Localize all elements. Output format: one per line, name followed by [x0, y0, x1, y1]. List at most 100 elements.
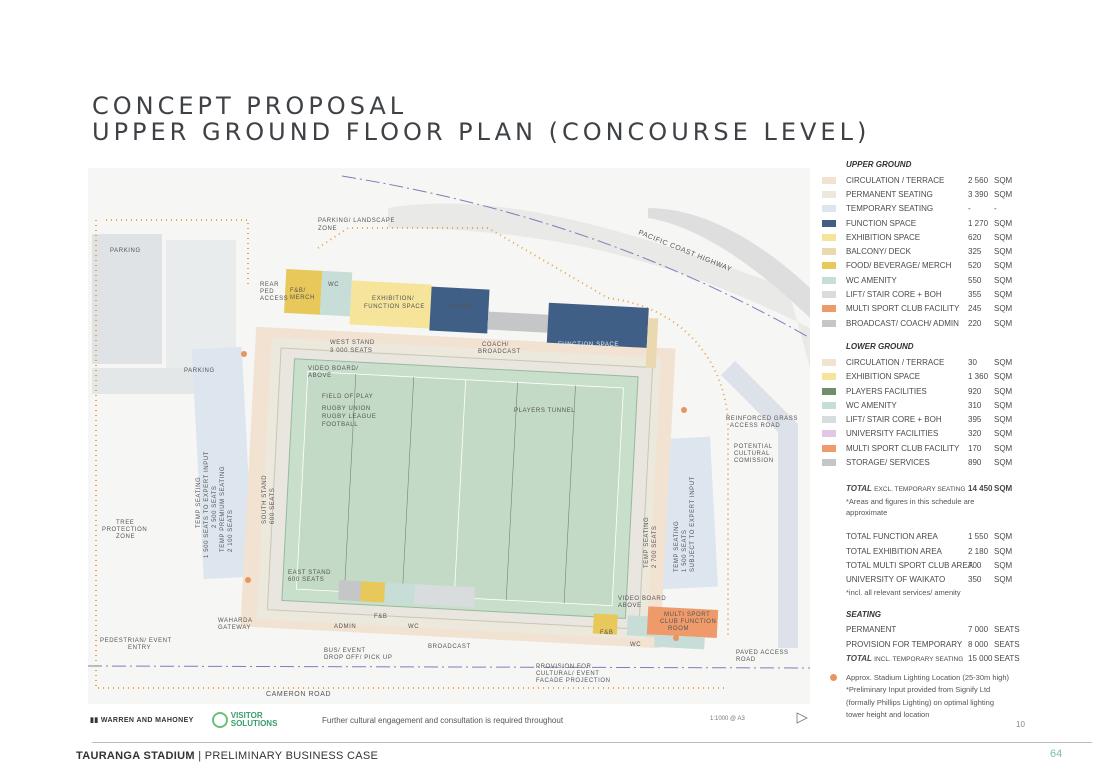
- further-note: Further cultural engagement and consulta…: [322, 716, 564, 725]
- label-wc-top: WC: [328, 282, 339, 288]
- footer-title-bold: TAURANGA STADIUM: [76, 750, 195, 762]
- label-fb-bottom: F&B: [374, 614, 387, 620]
- label-tree-zone-2: PROTECTION: [102, 527, 147, 533]
- legend-unit: SQM: [994, 189, 1013, 199]
- seating-value: 7 000: [968, 625, 989, 635]
- label-multi-sport: MULTI SPORT: [664, 612, 710, 618]
- total-area-row: TOTAL EXCL. TEMPORARY SEATING 14 450 SQM: [846, 482, 1042, 496]
- legend-swatch: [822, 248, 836, 256]
- legend-unit: -: [994, 204, 997, 214]
- legend-unit: SQM: [994, 218, 1013, 228]
- label-temp-seating-right-4: 1 500 SEATS: [682, 529, 688, 572]
- lighting-note: Approx. Stadium Lighting Location (25-30…: [830, 672, 1042, 722]
- legend-swatch: [822, 190, 836, 198]
- totals-value: 1 550: [968, 532, 989, 542]
- label-potential-3: COMISSION: [734, 458, 774, 464]
- legend-value: 1 360: [968, 372, 989, 382]
- parking-left-zone: [92, 234, 162, 364]
- legend-unit: SQM: [994, 275, 1013, 285]
- legend-unit: SQM: [994, 429, 1013, 439]
- label-video-board: VIDEO BOARD/: [308, 366, 359, 372]
- label-provision-cultural-3: FACADE PROJECTION: [536, 678, 611, 684]
- legend-label: FUNCTION SPACE: [846, 218, 917, 228]
- label-ped-entry: PEDESTRIAN/ EVENT: [100, 638, 172, 644]
- title-line-1: CONCEPT PROPOSAL: [92, 92, 408, 120]
- label-tree-zone: TREE: [116, 520, 134, 526]
- label-south-stand: SOUTH STAND: [262, 475, 268, 524]
- label-potential-2: CULTURAL: [734, 451, 770, 457]
- legend-label: BROADCAST/ COACH/ ADMIN: [846, 318, 959, 328]
- label-video-board-2: ABOVE: [308, 373, 332, 379]
- legend-label: EXHIBITION SPACE: [846, 372, 921, 382]
- legend-swatch: [822, 291, 836, 299]
- legend-label: UNIVERSITY FACILITIES: [846, 429, 939, 439]
- totals-label: TOTAL FUNCTION AREA: [846, 532, 938, 542]
- legend-swatch: [822, 233, 836, 241]
- totals-label: TOTAL EXHIBITION AREA: [846, 546, 942, 556]
- label-paved-access-2: ROAD: [736, 657, 756, 663]
- seating-total-suffix: INCL. TEMPORARY SEATING: [874, 656, 964, 664]
- legend-label: STORAGE/ SERVICES: [846, 457, 930, 467]
- legend-unit: SQM: [994, 232, 1013, 242]
- label-multi-sport-2: CLUB FUNCTION: [660, 619, 716, 625]
- legend-value: 220: [968, 318, 982, 328]
- label-temp-seating-left-5: 2 100 SEATS: [228, 509, 234, 552]
- legend-label: CIRCULATION / TERRACE: [846, 357, 945, 367]
- legend-unit: SQM: [994, 175, 1013, 185]
- legend-unit: SQM: [994, 304, 1013, 314]
- label-rear-ped-3: ACCESS: [260, 296, 288, 302]
- label-players-tunnel: PLAYERS TUNNEL: [514, 408, 575, 414]
- total-note: *Areas and figures in this schedule are …: [846, 496, 975, 517]
- legend-value: 320: [968, 429, 982, 439]
- legend-label: LIFT/ STAIR CORE + BOH: [846, 415, 942, 425]
- total-unit: SQM: [994, 484, 1013, 494]
- legend-swatch: [822, 401, 836, 409]
- legend-value: -: [968, 204, 971, 214]
- legend-swatch: [822, 276, 836, 284]
- label-rear-ped-2: PED: [260, 289, 274, 295]
- label-reinforced: REINFORCED GRASS: [726, 416, 798, 422]
- legend-unit: SQM: [994, 372, 1013, 382]
- legend-swatch: [822, 262, 836, 270]
- legend-value: 2 560: [968, 175, 989, 185]
- label-wc-bottom: WC: [408, 624, 419, 630]
- label-south-stand-2: 600 SEATS: [270, 488, 276, 524]
- north-arrow-icon: [796, 712, 808, 724]
- label-east-stand: EAST STAND: [288, 570, 331, 576]
- label-paved-access: PAVED ACCESS: [736, 650, 789, 656]
- legend-unit: SQM: [994, 261, 1013, 271]
- label-potential: POTENTIAL: [734, 444, 773, 450]
- totals-value: 700: [968, 560, 982, 570]
- legend-value: 3 390: [968, 189, 989, 199]
- legend-unit: SQM: [994, 318, 1013, 328]
- legend-value: 245: [968, 304, 982, 314]
- footer-title-rest: PRELIMINARY BUSINESS CASE: [204, 750, 379, 762]
- legend-value: 395: [968, 415, 982, 425]
- total-value: 14 450: [968, 484, 993, 494]
- label-cameron-road: CAMERON ROAD: [266, 691, 331, 698]
- label-provision-cultural: PROVISION FOR: [536, 664, 592, 670]
- label-fb-top: F&B/: [290, 288, 306, 294]
- legend-value: 355: [968, 290, 982, 300]
- seating-unit: SEATS: [994, 625, 1020, 635]
- label-temp-seating-left-2: 1 500 SEATS TO EXPERT INPUT: [204, 451, 210, 558]
- legend-value: 520: [968, 261, 982, 271]
- totals-unit: SQM: [994, 560, 1013, 570]
- legend-label: EXHIBITION SPACE: [846, 232, 921, 242]
- legend-unit: SQM: [994, 400, 1013, 410]
- legend-swatch: [822, 219, 836, 227]
- label-temp-seating-right-2: 2 700 SEATS: [652, 525, 658, 568]
- label-fb-right: F&B: [600, 630, 613, 636]
- legend-swatch: [822, 205, 836, 213]
- label-wharoa-gateway: WAHARDA: [218, 618, 253, 624]
- legend-label: BALCONY/ DECK: [846, 247, 911, 257]
- totals-unit: SQM: [994, 532, 1013, 542]
- legend-label: WC AMENITY: [846, 400, 897, 410]
- total-area-label: TOTAL EXCL. TEMPORARY SEATING: [846, 484, 968, 493]
